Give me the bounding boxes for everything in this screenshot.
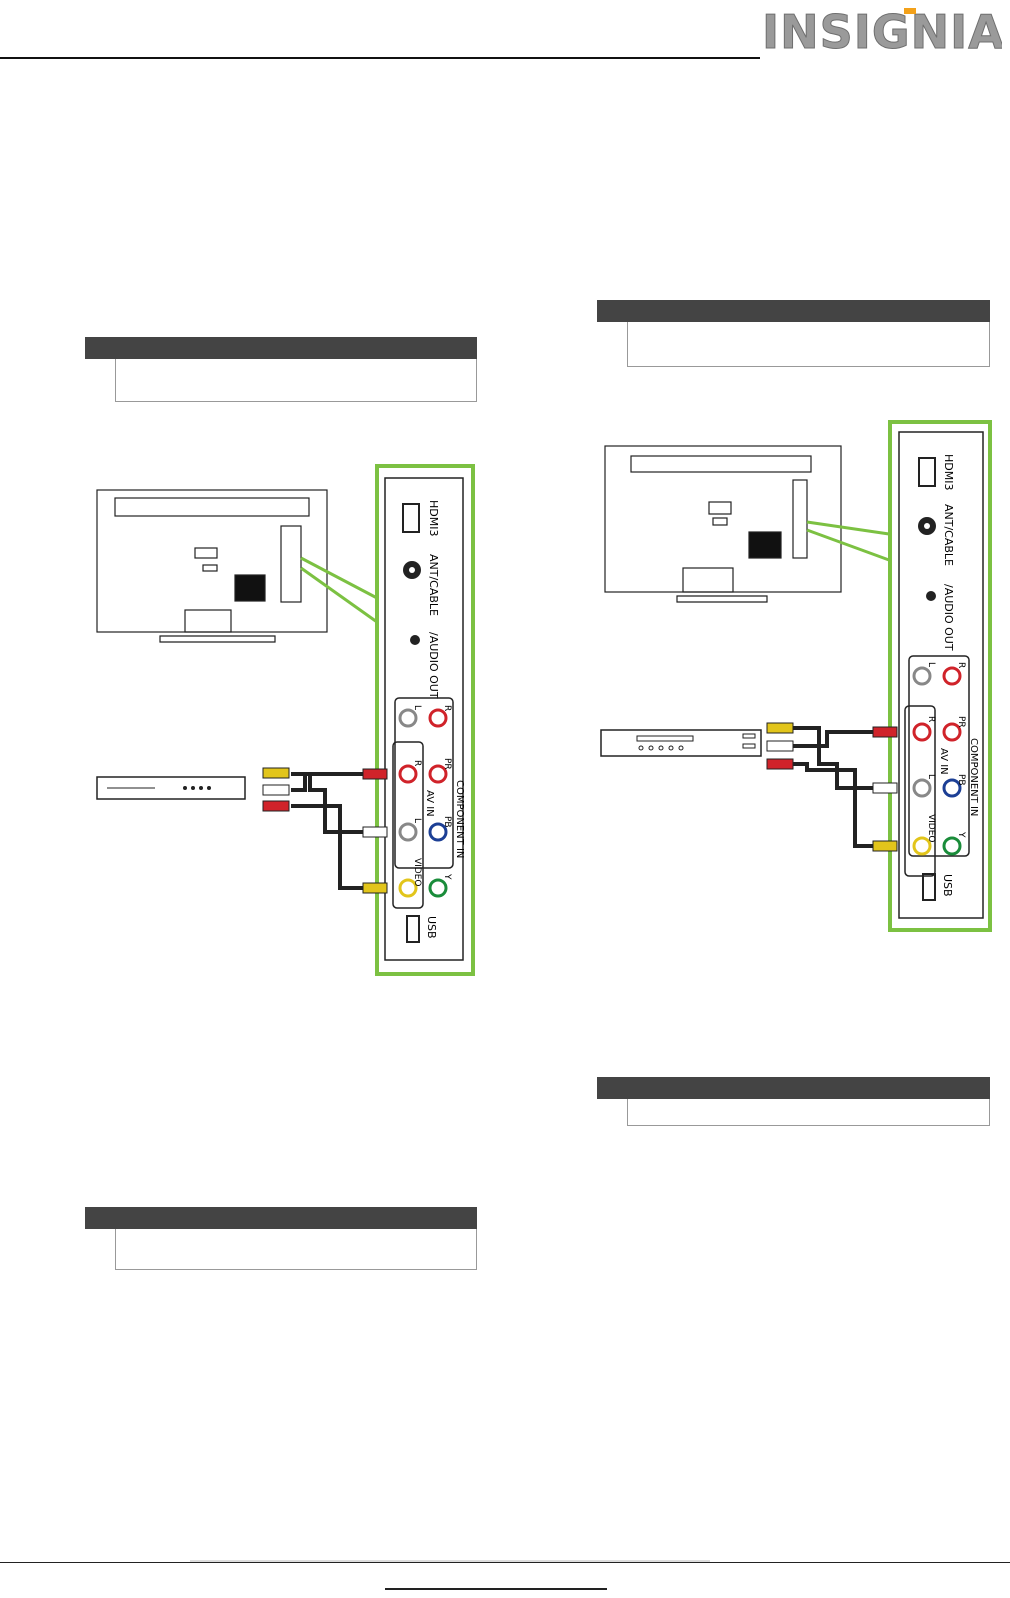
av-in-group [394,697,454,869]
panel-highlight-frame [888,420,992,932]
video-jack-icon [398,878,418,898]
svg-text:R: R [442,705,452,711]
av-l-jack-icon [398,822,418,842]
note-bar [85,337,477,359]
pb-jack-icon [428,822,448,842]
label-audio-out: /AUDIO OUT [427,632,440,699]
audio-r-jack-icon [428,708,448,728]
svg-text:Y: Y [956,831,966,838]
yellow-plug-icon [262,767,290,779]
svg-text:PB: PB [442,816,452,828]
svg-text:AV IN: AV IN [938,748,949,775]
audio-out-port-icon [410,635,420,645]
red-plug-icon [262,800,290,812]
footer-rule [0,1562,1010,1563]
footer-rule-shadow [190,1560,710,1562]
svg-text:L: L [412,818,422,823]
header-rule [0,57,760,59]
svg-text:L: L [926,774,936,779]
dvd-player-illustration [600,729,762,757]
yellow-plug-icon [766,722,794,734]
note-body [115,359,477,402]
svg-text:VIDEO: VIDEO [412,858,422,887]
hdmi-port-icon [918,457,936,487]
note-box-1 [85,337,477,402]
av-cable [793,726,897,848]
connector-panel [898,431,984,919]
left-connection-diagram: HDMI3 ANT/CABLE /AUDIO OUT L R R PR L PB… [96,464,475,976]
pr-jack-icon [428,764,448,784]
svg-text:R: R [956,662,966,668]
svg-text:L: L [412,705,422,710]
tv-back-illustration [96,489,328,643]
insignia-logo: INSIGNIA [762,5,1005,60]
svg-text:/AUDIO OUT: /AUDIO OUT [942,584,955,651]
svg-text:PR: PR [956,716,966,728]
svg-text:L: L [926,662,936,667]
audio-l-jack-icon [398,708,418,728]
usb-port-icon [406,915,420,943]
av-r-jack-icon [398,764,418,784]
note-bar [85,1207,477,1229]
av-r-jack-icon [912,722,932,742]
note-body [627,1099,990,1126]
right-connection-diagram: HDMI3 ANT/CABLE /AUDIO OUT L R R PR L PB… [600,420,992,932]
panel-highlight-frame [375,464,475,976]
svg-text:VIDEO: VIDEO [926,814,936,843]
label-av-in: AV IN [424,790,435,817]
audio-r-jack-icon [942,666,962,686]
red-plug-icon [766,758,794,770]
tv-back-illustration [604,445,842,603]
label-component-in: COMPONENT IN [454,780,465,858]
label-ant-cable: ANT/CABLE [427,554,440,616]
svg-text:R: R [926,716,936,722]
y-jack-icon [942,836,962,856]
audio-out-port-icon [926,591,936,601]
note-box-2 [597,300,990,367]
note-bar [597,1077,990,1099]
av-in-group [908,655,970,857]
note-body [627,322,990,367]
svg-text:HDMI3: HDMI3 [942,454,955,490]
logo-dot-icon [904,8,916,14]
svg-text:COMPONENT IN: COMPONENT IN [968,738,979,816]
svg-text:ANT/CABLE: ANT/CABLE [942,504,955,566]
dvd-player-illustration [96,776,246,800]
note-box-4 [597,1077,990,1126]
note-body [115,1229,477,1270]
hdmi-port-icon [402,503,420,533]
white-plug-icon [262,784,290,796]
note-box-3 [85,1207,477,1270]
connector-panel [384,477,464,961]
svg-text:PB: PB [956,774,966,786]
footer-page-mark [385,1588,607,1590]
svg-text:Y: Y [442,873,452,880]
svg-text:R: R [412,760,422,766]
video-jack-icon [912,836,932,856]
svg-text:PR: PR [442,758,452,770]
av-l-jack-icon [912,778,932,798]
svg-text:USB: USB [425,916,438,939]
white-plug-icon [766,740,794,752]
audio-l-jack-icon [912,666,932,686]
note-bar [597,300,990,322]
svg-text:USB: USB [941,874,954,897]
usb-port-icon [922,873,936,901]
label-hdmi3: HDMI3 [427,500,440,536]
pb-jack-icon [942,778,962,798]
pr-jack-icon [942,722,962,742]
y-jack-icon [428,878,448,898]
logo-text: INSIGNIA [762,6,1002,54]
